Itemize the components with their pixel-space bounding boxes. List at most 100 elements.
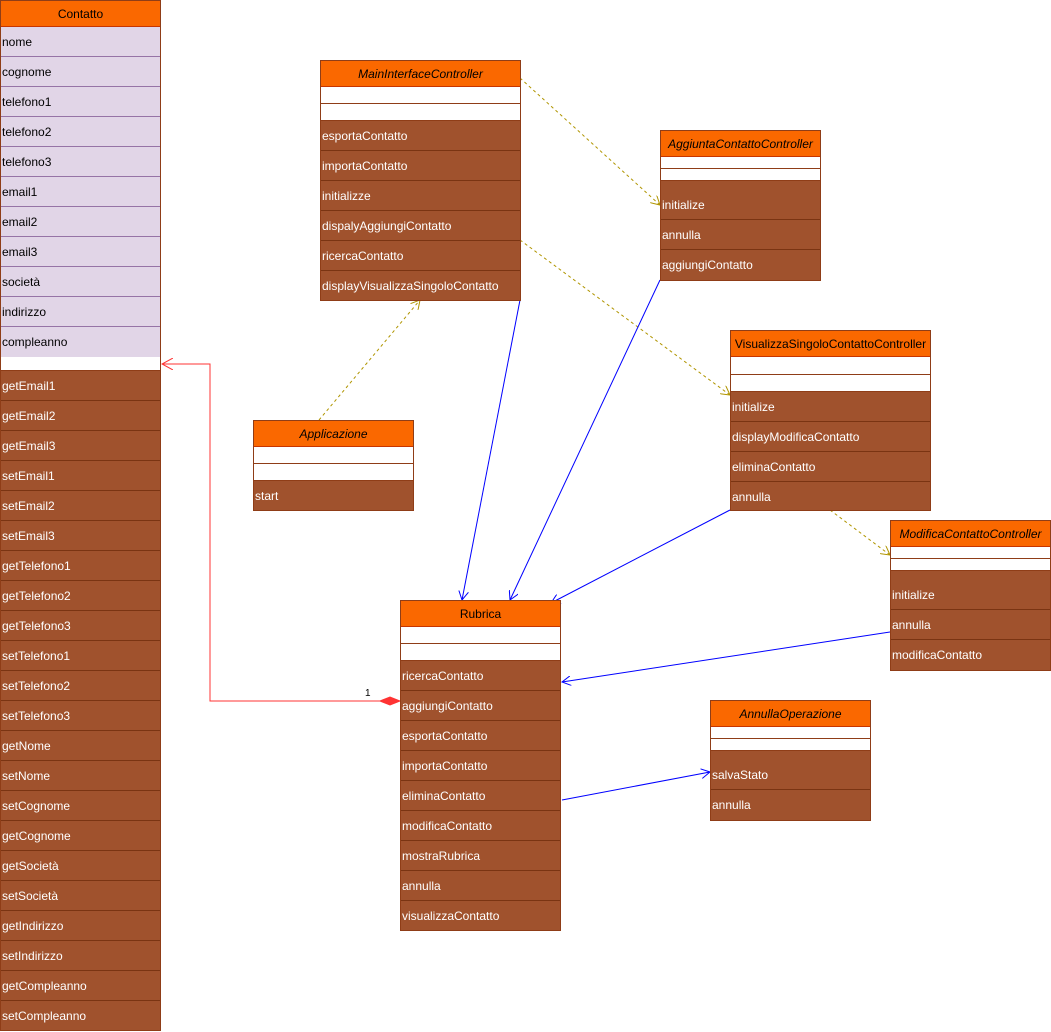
method-modificacontatto: modificaContatto (401, 811, 560, 841)
association-visualizza-to-rubrica (551, 509, 731, 603)
attribute-societ-: società (1, 267, 160, 297)
attribute-indirizzo: indirizzo (1, 297, 160, 327)
method-annulla: annulla (712, 798, 751, 812)
class-title: MainInterfaceController (321, 61, 520, 87)
method-setemail2: setEmail2 (1, 491, 160, 521)
class-title: ModificaContattoController (891, 521, 1050, 547)
method-setemail3: setEmail3 (1, 521, 160, 551)
association-modifica-to-rubrica (562, 631, 891, 682)
method-setindirizzo: setIndirizzo (1, 941, 160, 971)
method-importacontatto: importaContatto (401, 751, 560, 781)
class-title: Applicazione (254, 421, 413, 447)
method-getemail3: getEmail3 (1, 431, 160, 461)
separator (321, 104, 520, 121)
separator (711, 739, 870, 751)
class-visualizza-singolo-contatto-controller[interactable]: VisualizzaSingoloContattoController init… (730, 330, 931, 511)
method-settelefono1: setTelefono1 (1, 641, 160, 671)
method-gettelefono2: getTelefono2 (1, 581, 160, 611)
separator (1, 357, 160, 371)
class-title: AggiuntaContattoController (661, 131, 820, 157)
attribute-compartment (661, 157, 820, 169)
dependency-visualizza-to-modifica (829, 509, 890, 555)
method-initialize: initialize (661, 190, 820, 220)
method-esportacontatto: esportaContatto (321, 121, 520, 151)
method-gettelefono3: getTelefono3 (1, 611, 160, 641)
attribute-compartment (401, 627, 560, 644)
class-title: Contatto (1, 1, 160, 27)
method-setnome: setNome (1, 761, 160, 791)
composition-multiplicity: 1 (365, 688, 371, 699)
method-salvastato: salvaStato (711, 760, 870, 790)
method-list: start (254, 481, 413, 511)
attribute-email3: email3 (1, 237, 160, 267)
method-getcognome: getCognome (1, 821, 160, 851)
association-main-to-rubrica (462, 299, 521, 600)
method-displayvisualizzasingolocontatto: displayVisualizzaSingoloContatto (322, 279, 499, 293)
method-aggiungicontatto: aggiungiContatto (401, 691, 560, 721)
attribute-nome: nome (1, 27, 160, 57)
method-getnome: getNome (1, 731, 160, 761)
composition-rubrica-contatto (162, 364, 380, 702)
attribute-compartment (891, 547, 1050, 559)
separator (254, 464, 413, 481)
attribute-telefono3: telefono3 (1, 147, 160, 177)
association-aggiunta-to-rubrica (510, 279, 661, 600)
method-initialize: initialize (891, 580, 1050, 610)
method-setcognome: setCognome (1, 791, 160, 821)
class-title: Rubrica (401, 601, 560, 627)
dependency-main-to-visualizza (519, 239, 730, 395)
method-getsociet-: getSocietà (1, 851, 160, 881)
method-esportacontatto: esportaContatto (401, 721, 560, 751)
method-mostrarubrica: mostraRubrica (401, 841, 560, 871)
method-initializze: initializze (321, 181, 520, 211)
method-visualizzacontatto: visualizzaContatto (402, 909, 500, 923)
dependency-applicazione-to-main (318, 300, 420, 421)
attribute-compartment (254, 447, 413, 464)
method-eliminacontatto: eliminaContatto (731, 452, 930, 482)
method-getemail2: getEmail2 (1, 401, 160, 431)
method-getemail1: getEmail1 (1, 371, 160, 401)
method-dispalyaggiungicontatto: dispalyAggiungiContatto (321, 211, 520, 241)
attribute-compleanno: compleanno (1, 327, 160, 357)
method-aggiungicontatto: aggiungiContatto (662, 258, 753, 272)
method-getindirizzo: getIndirizzo (1, 911, 160, 941)
method-start: start (255, 489, 279, 503)
method-eliminacontatto: eliminaContatto (401, 781, 560, 811)
method-annulla: annulla (661, 220, 820, 250)
separator (731, 375, 930, 392)
class-applicazione[interactable]: Applicazione start (253, 420, 414, 511)
separator (891, 559, 1050, 571)
association-rubrica-to-annulla (561, 772, 710, 801)
method-ricercacontatto: ricercaContatto (321, 241, 520, 271)
method-gettelefono1: getTelefono1 (1, 551, 160, 581)
method-initialize: initialize (731, 392, 930, 422)
method-annulla: annulla (732, 490, 771, 504)
attribute-email2: email2 (1, 207, 160, 237)
method-displaymodificacontatto: displayModificaContatto (731, 422, 930, 452)
method-settelefono2: setTelefono2 (1, 671, 160, 701)
method-importacontatto: importaContatto (321, 151, 520, 181)
method-ricercacontatto: ricercaContatto (401, 661, 560, 691)
method-modificacontatto: modificaContatto (892, 648, 983, 662)
method-getcompleanno: getCompleanno (1, 971, 160, 1001)
attribute-telefono2: telefono2 (1, 117, 160, 147)
class-title: VisualizzaSingoloContattoController (731, 331, 930, 357)
attribute-compartment (731, 357, 930, 375)
attribute-compartment (321, 87, 520, 104)
method-annulla: annulla (401, 871, 560, 901)
method-setcompleanno: setCompleanno (2, 1009, 87, 1023)
method-setemail1: setEmail1 (1, 461, 160, 491)
method-settelefono3: setTelefono3 (1, 701, 160, 731)
attribute-cognome: cognome (1, 57, 160, 87)
